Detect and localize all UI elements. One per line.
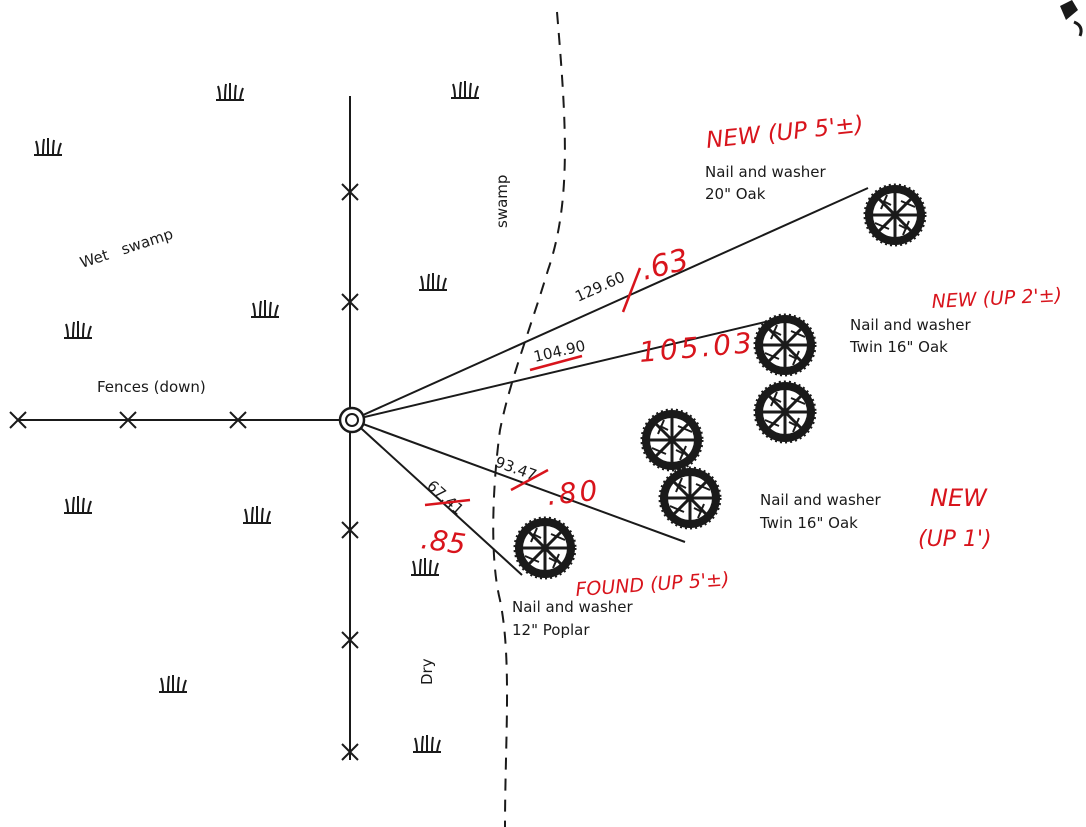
- marsh-grass-icon: [242, 505, 272, 524]
- north-arrow-icon: [1060, 0, 1083, 37]
- note-oak20: NEW (UP 5'±): [705, 112, 865, 154]
- distance-poplar-original: 67.41: [423, 477, 467, 519]
- distance-poplar-revised: .85: [419, 522, 468, 561]
- tree-label-twin16a-line2: Twin 16" Oak: [849, 338, 948, 356]
- tree-canopy-icon: [863, 183, 927, 247]
- marsh-grass-icon: [63, 495, 93, 514]
- tree-canopy-icon: [513, 516, 577, 580]
- note-twin16a: NEW (UP 2'±): [931, 284, 1062, 313]
- tree-label-oak20-line2: 20" Oak: [705, 185, 766, 203]
- tie-line-twin16a: [351, 317, 783, 421]
- tree-label-poplar-line1: Nail and washer: [512, 598, 634, 616]
- marsh-grass-icon: [33, 137, 63, 156]
- tie-line-twin16b: [351, 419, 686, 543]
- fences-label: Fences (down): [97, 378, 206, 396]
- tree-label-twin16b-line2: Twin 16" Oak: [759, 514, 858, 532]
- marsh-grass-icon: [412, 734, 442, 753]
- tree-canopy-icon: [753, 313, 817, 377]
- tree-canopy-icon: [658, 466, 722, 530]
- dry-label: Dry: [418, 658, 436, 685]
- note-twin16b-line1: NEW: [930, 484, 988, 512]
- marsh-grass-icon: [215, 82, 245, 101]
- distance-oak20-revised: .63: [637, 242, 692, 288]
- note-poplar: FOUND (UP 5'±): [575, 568, 730, 601]
- marsh-grass-icon: [158, 674, 188, 693]
- tie-line-poplar: [351, 419, 523, 576]
- swamp-label: swamp: [493, 175, 511, 228]
- control-point-icon: [338, 406, 366, 434]
- tree-label-oak20-line1: Nail and washer: [705, 163, 827, 181]
- marsh-grass-icon: [418, 272, 448, 291]
- tree-label-twin16b-line1: Nail and washer: [760, 491, 882, 509]
- tree-canopy-icon: [753, 380, 817, 444]
- distance-twin16a-revised: 105.03: [638, 326, 756, 369]
- tie-line-oak20: [351, 187, 869, 421]
- marsh-grass-icon: [450, 80, 480, 99]
- swamp-boundary-line: [492, 11, 566, 827]
- marsh-grass-icon: [63, 320, 93, 339]
- strikethrough-marks: [424, 267, 642, 507]
- marsh-grass-icon: [410, 557, 440, 576]
- tree-label-poplar-line2: 12" Poplar: [512, 621, 590, 639]
- tree-canopy-icon: [640, 408, 704, 472]
- marsh-grass-icon: [250, 299, 280, 318]
- wet-swamp-label: Wet swamp: [78, 225, 176, 272]
- tree-label-twin16a-line1: Nail and washer: [850, 316, 972, 334]
- distance-twin16b-revised: .80: [545, 474, 602, 512]
- note-twin16b-line2: (UP 1'): [918, 527, 992, 552]
